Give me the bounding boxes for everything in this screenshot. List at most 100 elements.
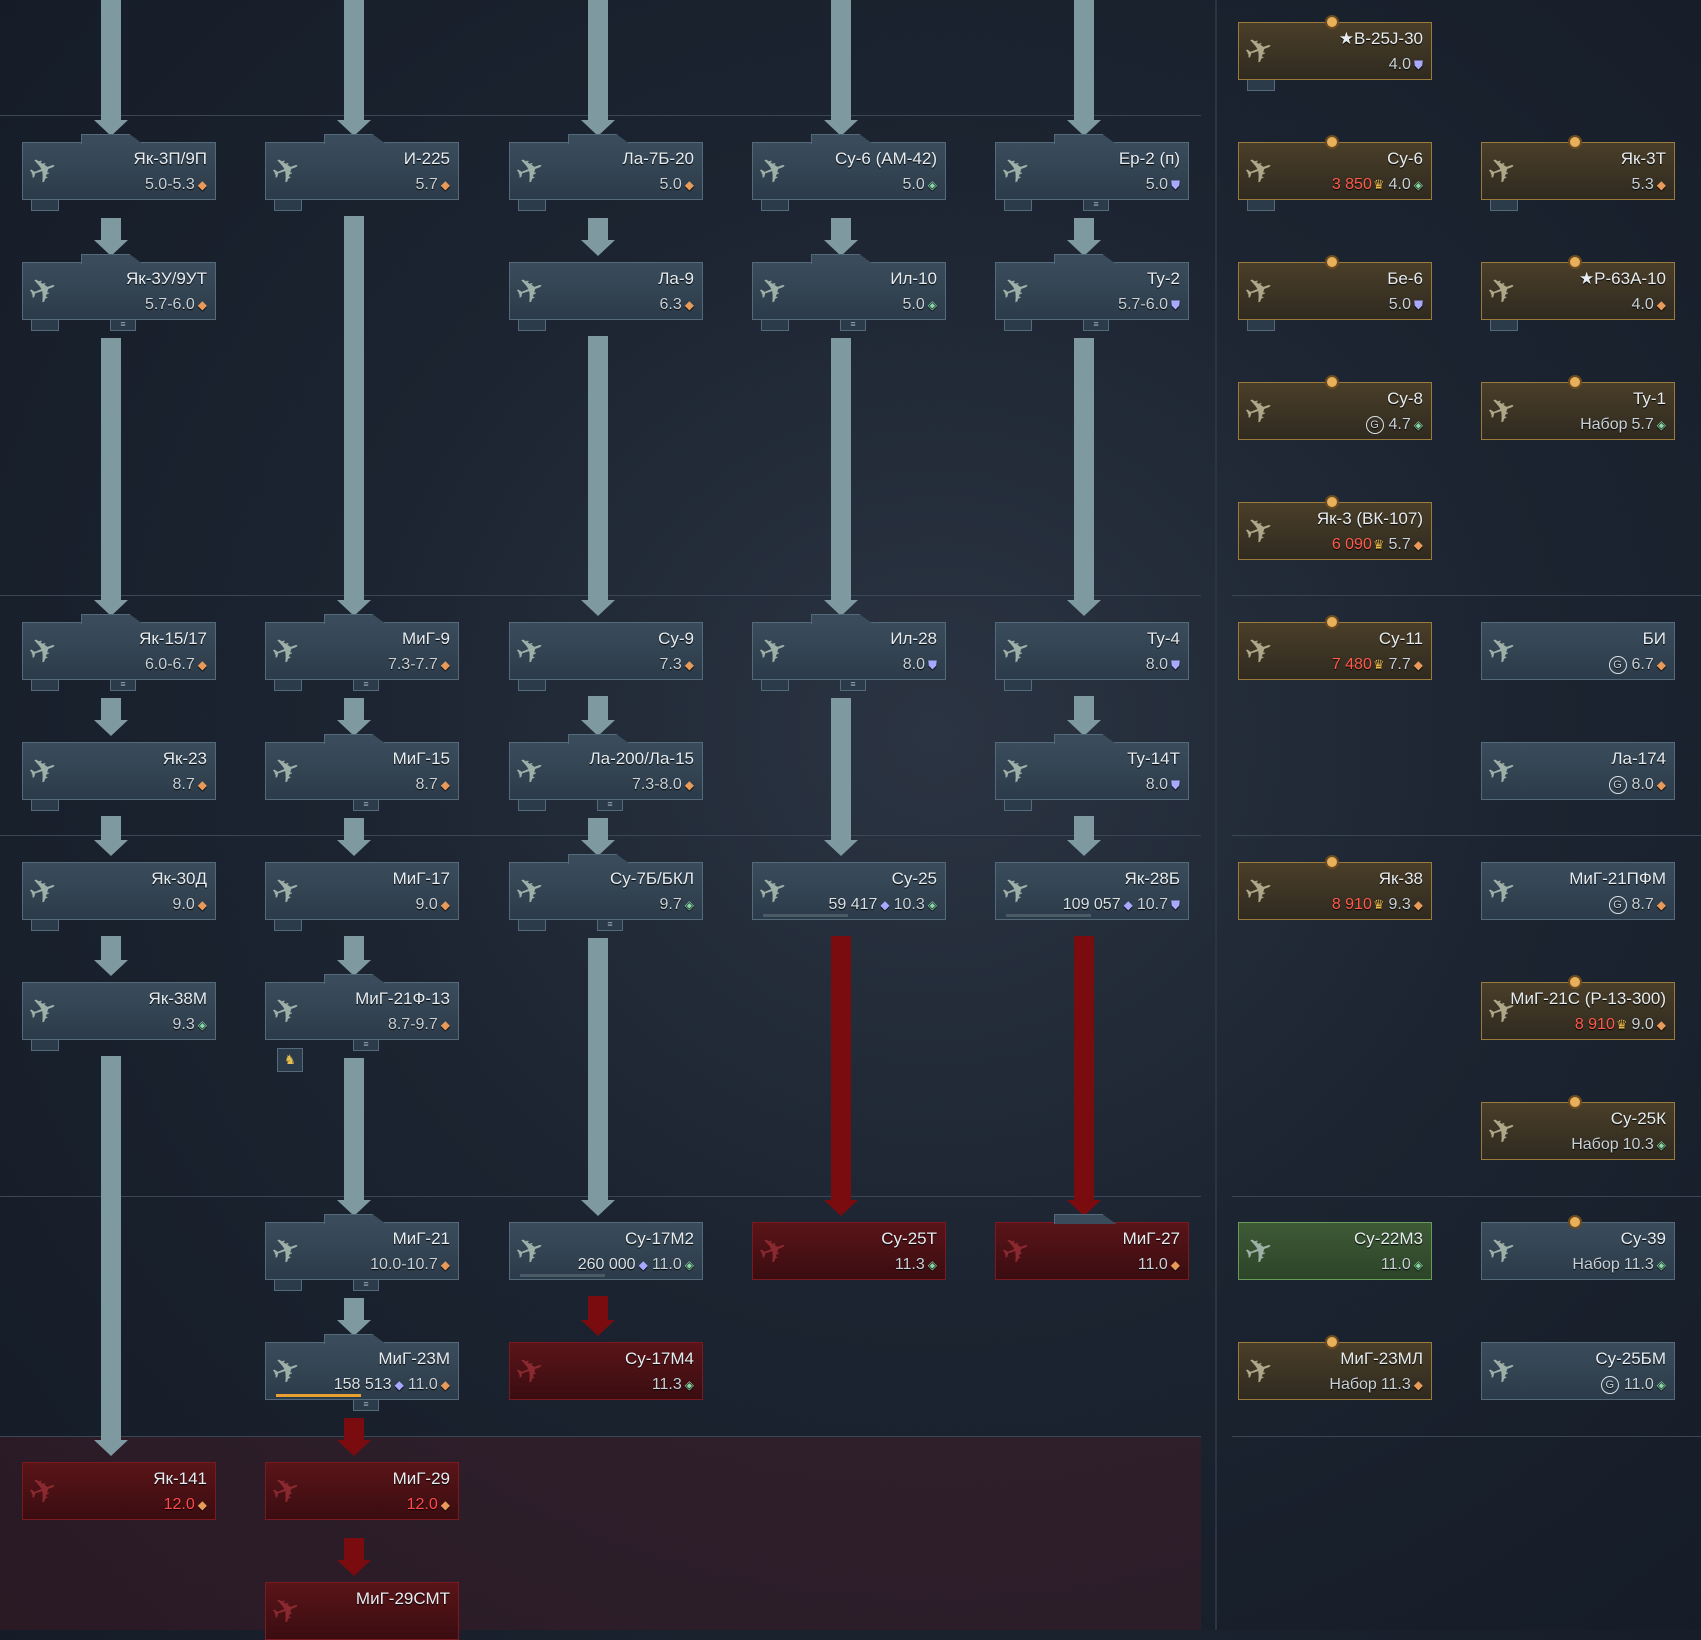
vehicle-name: И-225 [403,149,450,168]
crew-slot-icon[interactable] [31,920,59,931]
crew-slot-icon[interactable] [518,800,546,811]
crew-slot-icon[interactable] [31,800,59,811]
crew-slot-icon[interactable] [274,1280,302,1291]
crew-slot-icon[interactable] [1490,200,1518,211]
group-menu-icon[interactable]: ≡ [1083,200,1109,211]
crew-slot-icon[interactable] [31,680,59,691]
vehicle-card[interactable]: ✈Су-6 (АМ-42)5.0◈ [752,142,946,211]
group-menu-icon[interactable]: ≡ [110,680,136,691]
crew-slot-icon[interactable] [31,200,59,211]
group-menu-icon[interactable]: ≡ [840,320,866,331]
crew-slot-icon[interactable] [274,920,302,931]
tree-arrow [581,1296,615,1336]
crew-slot-icon[interactable] [518,200,546,211]
group-menu-icon[interactable]: ≡ [597,920,623,931]
crew-slot-icon[interactable] [1247,200,1275,211]
vehicle-card[interactable]: ✈МиГ-29СМТ [265,1582,459,1640]
group-menu-icon[interactable]: ≡ [110,320,136,331]
crew-slot-icon[interactable] [274,200,302,211]
crew-slot-icon[interactable] [761,200,789,211]
crew-slot-icon[interactable] [518,320,546,331]
vehicle-stats: 7.3-8.0◆ [632,776,694,794]
plane-icon: ✈ [753,268,794,314]
crew-slot-icon[interactable] [31,320,59,331]
group-menu-icon[interactable]: ≡ [1083,320,1109,331]
group-menu-icon[interactable]: ≡ [597,800,623,811]
crew-slot-icon[interactable] [761,320,789,331]
crew-slot-icon[interactable] [1490,320,1518,331]
crew-slot-icon[interactable] [274,680,302,691]
vehicle-name: Су-39 [1620,1229,1666,1248]
group-menu-icon[interactable]: ≡ [353,680,379,691]
vehicle-card[interactable]: ✈Ер-2 (п)5.0⛊≡ [995,142,1189,211]
crew-slot-icon[interactable] [1247,320,1275,331]
vehicle-card[interactable]: ✈МиГ-21С (Р-13-300)8 910♛9.0◆ [1481,975,1675,1040]
group-menu-icon[interactable]: ≡ [353,800,379,811]
crew-slot-icon[interactable] [31,1040,59,1051]
crew-slot-icon[interactable] [1004,320,1032,331]
crew-slot-icon[interactable] [518,680,546,691]
crew-slot-icon[interactable] [761,680,789,691]
crew-icon[interactable]: ♞ [277,1048,303,1072]
group-menu-icon[interactable]: ≡ [353,1280,379,1291]
crew-slot-icon[interactable] [518,920,546,931]
vehicle-name: Су-25БМ [1595,1349,1666,1368]
crew-slot-icon[interactable] [1004,200,1032,211]
crew-slot-icon[interactable] [1247,80,1275,91]
crew-slot-icon[interactable] [1004,680,1032,691]
group-menu-icon[interactable]: ≡ [353,1040,379,1051]
group-menu-icon[interactable]: ≡ [840,680,866,691]
crew-slot-icon[interactable] [1004,800,1032,811]
vehicle-card[interactable]: ✈Як-3 (ВК-107)6 090♛5.7◆ [1238,495,1432,560]
group-menu-icon[interactable]: ≡ [353,1400,379,1411]
